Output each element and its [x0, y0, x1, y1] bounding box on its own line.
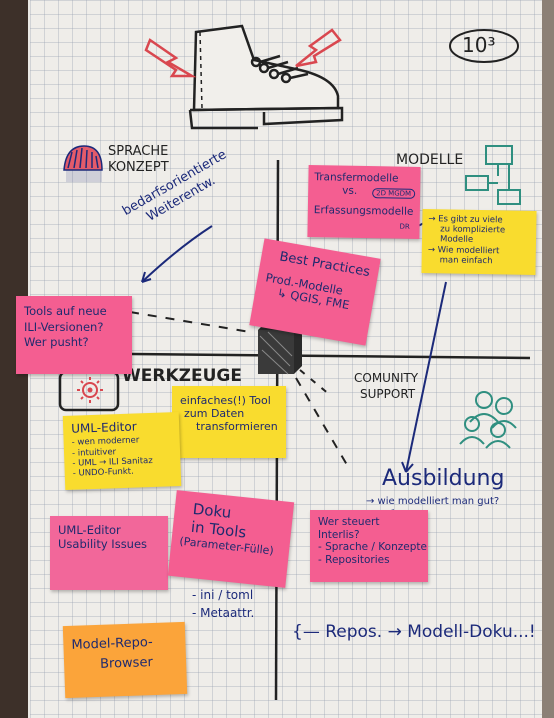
note-tools-ili-versionen: Tools auf neue ILI-Versionen? Wer pusht? [16, 296, 132, 374]
werkzeuge-label: WERKZEUGE [122, 366, 242, 386]
note-transfermodelle: Transfermodelle vs. Erfassungsmodelle 2D… [307, 165, 421, 239]
ini-toml-label: - ini / toml [192, 588, 254, 602]
dashed-line [129, 311, 251, 333]
sprache-konzept-label: SPRACHE KONZEPT [108, 144, 169, 176]
ten-oval [449, 29, 519, 63]
note-wer-steuert-interlis: Wer steuert Interlis? - Sprache / Konzep… [310, 510, 428, 582]
ausbildung-label: Ausbildung [382, 466, 505, 491]
dashed-line [299, 369, 331, 396]
dashed-line [295, 377, 351, 471]
note-uml-usability: UML-Editor Usability Issues [50, 516, 168, 590]
red-arrow-icon [144, 28, 342, 78]
ausbildung-sub-label: → wie modelliert man gut? [366, 496, 500, 507]
note-model-repo-browser: Model-Repo- Browser [62, 621, 188, 699]
boot-icon [188, 24, 344, 130]
brain-icon [63, 145, 103, 182]
gear-icon [58, 370, 120, 412]
note-einfaches-tool: einfaches(!) Tool zum Daten transformier… [172, 386, 286, 458]
people-icon [459, 391, 517, 449]
note-doku-in-tools: Doku in Tools (Parameter-Fülle) [167, 490, 295, 588]
diagram-icon [465, 145, 521, 205]
metaattr-label: - Metaattr. [192, 606, 255, 620]
horizontal-axis [131, 352, 531, 360]
community-support-label: COMUNITY SUPPORT [354, 371, 419, 402]
note-zu-viele-modelle: → Es gibt zu viele zu komplizierte Model… [421, 209, 537, 275]
modelle-label: MODELLE [396, 152, 464, 168]
arrow [141, 225, 213, 283]
note-uml-editor-features: UML-Editor - wen moderner - intuitiver -… [62, 411, 182, 491]
ten-label: 10³ [462, 33, 496, 57]
arrow [405, 281, 447, 473]
repos-line-label: {— Repos. → Modell-Doku...! [292, 622, 536, 642]
